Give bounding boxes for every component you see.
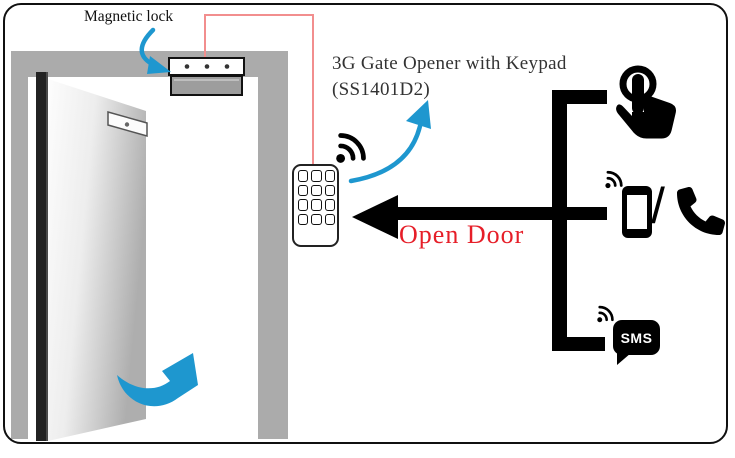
sms-bubble-tail [617,353,631,365]
slash-separator: / [651,178,665,234]
sms-bubble-icon: SMS [613,320,660,365]
armature-plate [107,111,148,137]
phone-handset-icon [677,187,725,235]
keypad-key [298,170,309,182]
magnetic-lock-arrow [139,27,171,74]
door-frame [11,51,288,439]
keypad-key [298,199,309,211]
keypad-title-arrow [348,100,431,184]
connector-vertical [552,90,567,351]
keypad-key [311,199,322,211]
sms-label: SMS [620,329,653,346]
door-swing-arrow-icon [117,353,198,407]
magnetic-lock-label: Magnetic lock [84,8,174,25]
lock-wire [204,14,314,170]
wifi-signal-icon [595,304,616,324]
keypad-key [324,184,335,196]
keypad-key [324,199,335,211]
open-door-arrow-shaft [396,207,607,220]
device-title: 3G Gate Opener with Keypad (SS1401D2) [332,51,567,103]
door-hinge-strip [36,72,48,441]
open-door-arrowhead [352,195,398,239]
diagram-border [3,3,728,444]
keypad-key [298,213,309,225]
connector-bottom-branch [552,337,605,351]
keypad-key [324,213,335,225]
open-door-label: Open Door [399,220,525,249]
door-panel [48,79,146,441]
wifi-signal-icon [332,130,370,166]
door-hinge-highlight [46,72,48,441]
keypad-key [311,213,322,225]
device-title-line1: 3G Gate Opener with Keypad [332,53,567,74]
magnetic-lock-device [168,57,245,96]
smartphone-icon [622,186,652,238]
keypad-keys [298,170,335,225]
device-title-line2: (SS1401D2) [332,79,431,100]
tap-finger-icon [616,65,677,139]
connector-top-branch [552,90,607,104]
keypad-key [298,184,309,196]
keypad-key [311,170,322,182]
keypad-key [324,170,335,182]
keypad-key [311,184,322,196]
